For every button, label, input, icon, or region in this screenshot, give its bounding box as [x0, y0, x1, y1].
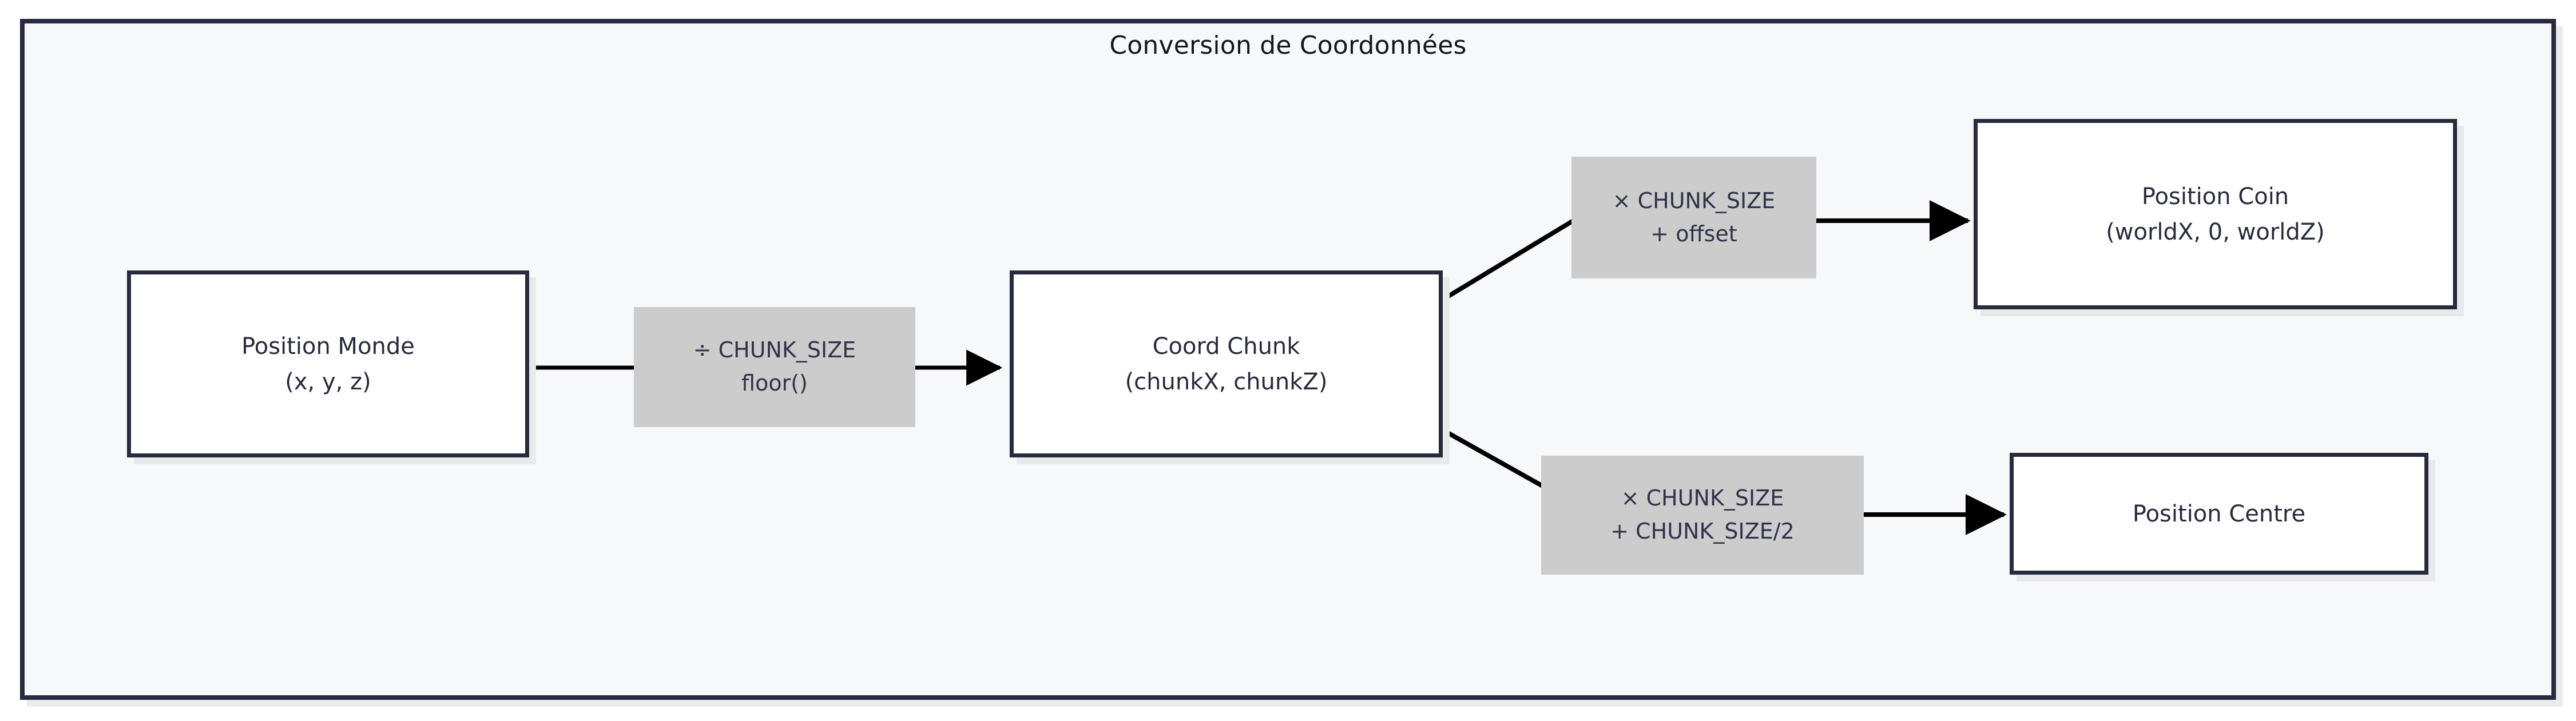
edge-label-multiply-plus-half: × CHUNK_SIZE + CHUNK_SIZE/2 [1541, 456, 1864, 575]
edge-label-multiply-plus-offset-line2: + offset [1650, 221, 1737, 246]
node-position-centre[interactable]: Position Centre [2010, 453, 2428, 575]
edge-label-multiply-plus-offset-line1: × CHUNK_SIZE [1612, 188, 1776, 213]
node-coord-chunk[interactable]: Coord Chunk (chunkX, chunkZ) [1010, 270, 1443, 457]
edge-segment-chunk-to-upper-label [1441, 218, 1575, 302]
edge-label-divide-chunk-size-line1: ÷ CHUNK_SIZE [693, 337, 856, 363]
node-position-monde-line1: Position Monde [241, 333, 415, 360]
edge-label-divide-chunk-size-line2: floor() [741, 371, 808, 396]
node-position-coin-line2: (worldX, 0, worldZ) [2106, 218, 2325, 245]
edge-label-multiply-plus-half-line1: × CHUNK_SIZE [1621, 485, 1784, 511]
edge-chunk-to-corner [1441, 200, 1971, 302]
node-position-coin[interactable]: Position Coin (worldX, 0, worldZ) [1974, 119, 2457, 309]
edge-label-multiply-plus-offset: × CHUNK_SIZE + offset [1571, 157, 1816, 278]
node-position-monde-line2: (x, y, z) [285, 368, 371, 395]
diagram-title: Conversion de Coordonnées [1109, 31, 1467, 60]
edge-chunk-to-center [1442, 428, 2007, 535]
edge-label-divide-chunk-size: ÷ CHUNK_SIZE floor() [634, 307, 915, 427]
edge-label-multiply-plus-half-line2: + CHUNK_SIZE/2 [1610, 519, 1795, 544]
edge-segment-chunk-to-lower-label [1442, 428, 1546, 489]
node-coord-chunk-line1: Coord Chunk [1152, 333, 1300, 360]
node-position-centre-line1: Position Centre [2132, 500, 2306, 527]
node-position-monde[interactable]: Position Monde (x, y, z) [127, 270, 529, 457]
node-position-coin-line1: Position Coin [2141, 183, 2289, 210]
node-coord-chunk-line2: (chunkX, chunkZ) [1125, 368, 1328, 395]
